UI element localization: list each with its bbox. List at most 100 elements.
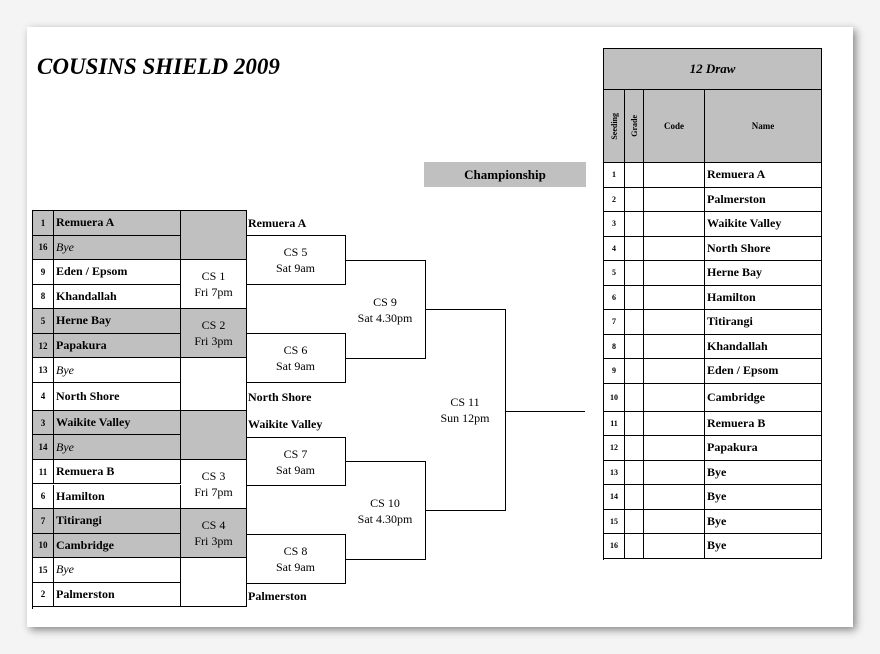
team-name: Eden / Epsom [705, 359, 822, 384]
grade-cell [625, 285, 644, 310]
championship-heading: Championship [424, 162, 586, 187]
seed-number: 7 [33, 509, 54, 534]
team-name: Remuera B [705, 411, 822, 436]
match-time: Sat 9am [276, 261, 315, 275]
seed-number: 8 [604, 334, 625, 359]
team-name: Titirangi [54, 509, 181, 534]
draw-row: 4 North Shore [604, 236, 822, 261]
draw-row: 6 Hamilton [604, 285, 822, 310]
team-name: Hamilton [54, 484, 181, 510]
draw-row: 15 Bye [604, 509, 822, 534]
draw-row: 1 Remuera A [604, 163, 822, 188]
grade-cell [625, 509, 644, 534]
code-cell [644, 411, 705, 436]
code-cell [644, 310, 705, 335]
match-time: Fri 7pm [194, 285, 233, 300]
code-cell [644, 334, 705, 359]
team-name: Khandallah [705, 334, 822, 359]
grade-cell [625, 485, 644, 510]
grade-cell [625, 236, 644, 261]
team-name: Cambridge [54, 533, 181, 559]
header-seeding: Seeding [609, 112, 619, 140]
seed-number: 12 [604, 436, 625, 461]
match-code: CS 9 [373, 294, 397, 309]
grade-cell [625, 310, 644, 335]
match-code: CS 6 [283, 343, 308, 357]
match-code: CS 8 [283, 544, 308, 558]
seed-number: 1 [33, 211, 54, 236]
seed-number: 13 [604, 460, 625, 485]
page-title: COUSINS SHIELD 2009 [37, 54, 280, 79]
seed-number: 3 [33, 410, 54, 436]
code-cell [644, 236, 705, 261]
team-name: Waikite Valley [705, 212, 822, 237]
draw-row: 14 Bye [604, 485, 822, 510]
team-name: Bye [54, 235, 181, 261]
team-name: Herne Bay [54, 309, 181, 334]
seed-number: 13 [33, 358, 54, 383]
seed-number: 16 [33, 235, 54, 261]
draw-row: 11 Remuera B [604, 411, 822, 436]
team-name: Bye [705, 460, 822, 485]
draw-row: 13 Bye [604, 460, 822, 485]
code-cell [644, 261, 705, 286]
team-name: Remuera A [705, 163, 822, 188]
seed-number: 15 [604, 509, 625, 534]
advanced-team: Waikite Valley [248, 417, 323, 431]
header-code: Code [644, 90, 705, 163]
header-grade: Grade [629, 115, 639, 137]
seed-number: 5 [604, 261, 625, 286]
seed-number: 16 [604, 534, 625, 559]
team-name: Bye [705, 485, 822, 510]
draw-row: 5 Herne Bay [604, 261, 822, 286]
team-name: Bye [705, 509, 822, 534]
seed-number: 1 [604, 163, 625, 188]
team-name: Waikite Valley [54, 410, 181, 436]
final-line [505, 411, 585, 412]
code-cell [644, 212, 705, 237]
team-name: North Shore [705, 236, 822, 261]
grade-cell [625, 436, 644, 461]
seed-number: 14 [33, 435, 54, 460]
code-cell [644, 383, 705, 412]
seed-number: 8 [33, 284, 54, 310]
match-time: Fri 3pm [194, 334, 233, 349]
match-code: CS 1 [201, 269, 226, 284]
seed-number: 11 [604, 411, 625, 436]
match-time: Fri 3pm [194, 534, 233, 549]
team-name: Hamilton [705, 285, 822, 310]
seed-number: 15 [33, 558, 54, 583]
draw-row: 8 Khandallah [604, 334, 822, 359]
seed-number: 14 [604, 485, 625, 510]
draw-title: 12 Draw [604, 49, 822, 90]
seed-number: 12 [33, 333, 54, 359]
match-code: CS 3 [201, 468, 226, 483]
match-code: CS 7 [283, 446, 308, 461]
grade-cell [625, 411, 644, 436]
match-time: Sun 12pm [440, 411, 490, 425]
team-name: Herne Bay [705, 261, 822, 286]
grade-cell [625, 261, 644, 286]
code-cell [644, 460, 705, 485]
match-time: Sat 9am [276, 462, 315, 477]
seed-number: 4 [604, 236, 625, 261]
seed-number: 9 [604, 359, 625, 384]
match-time: Sat 4.30pm [357, 511, 413, 526]
match-code: CS 11 [450, 395, 480, 409]
seed-number: 10 [604, 383, 625, 412]
team-name: Bye [54, 558, 181, 583]
seed-number: 6 [604, 285, 625, 310]
grade-cell [625, 187, 644, 212]
seed-number: 11 [33, 459, 54, 485]
seed-number: 6 [33, 484, 54, 510]
match-time: Fri 7pm [194, 484, 233, 499]
team-name: Palmerston [705, 187, 822, 212]
